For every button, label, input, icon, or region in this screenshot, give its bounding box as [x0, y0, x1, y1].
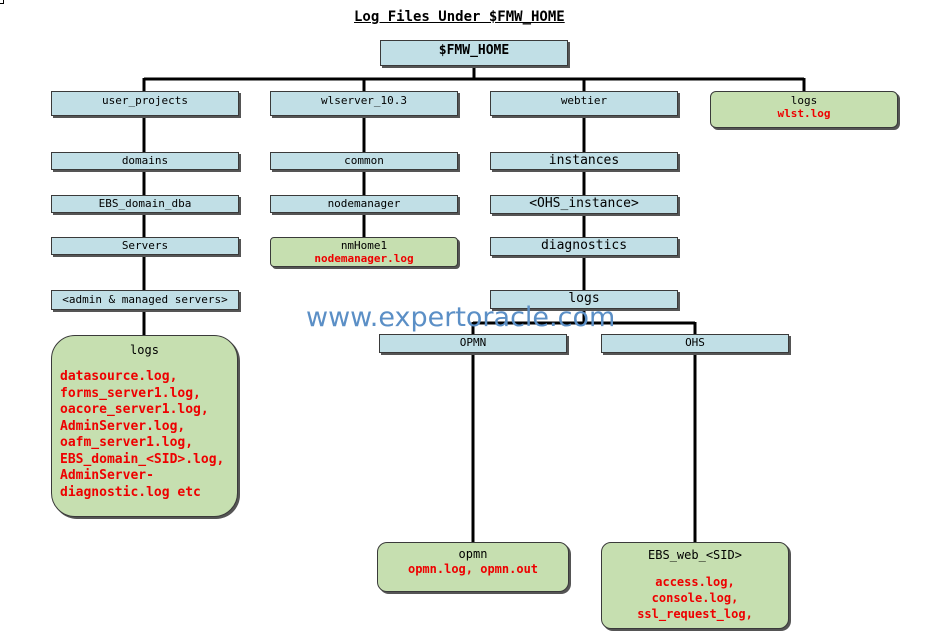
- web-logs-node: logs: [490, 290, 678, 309]
- log-file-item: datasource.log,: [60, 369, 178, 384]
- user-projects-label: user_projects: [101, 94, 189, 107]
- fmw-home-node: $FMW_HOME: [380, 40, 568, 66]
- servers-node: Servers: [51, 237, 239, 255]
- opmn-logs-files: opmn.log, opmn.out: [407, 562, 539, 576]
- domains-label: domains: [121, 154, 169, 167]
- wlst-log-label: wlst.log: [777, 107, 831, 120]
- ebs-web-logs-node: EBS_web_<SID> access.log, console.log, s…: [601, 542, 789, 629]
- ebs-domain-label: EBS_domain_dba: [98, 197, 192, 210]
- log-file-item: forms_server1.log,: [60, 385, 201, 401]
- ohs-instance-node: <OHS_instance>: [490, 195, 678, 214]
- ebs-web-log-item: ssl_request_log,: [637, 607, 753, 621]
- server-logs-title: logs: [130, 343, 159, 357]
- nmhome-node: nmHome1 nodemanager.log: [270, 237, 458, 267]
- server-logs-node: logs datasource.log, forms_server1.log, …: [51, 335, 238, 517]
- opmn-node: OPMN: [379, 334, 567, 353]
- server-log-list: datasource.log, forms_server1.log, oacor…: [52, 369, 237, 501]
- nodemanager-label: nodemanager: [327, 197, 401, 210]
- ohs-node: OHS: [601, 334, 789, 353]
- ohs-label: OHS: [685, 336, 705, 349]
- admin-managed-servers-node: <admin & managed servers>: [51, 290, 239, 310]
- nmhome-label: nmHome1: [340, 239, 388, 252]
- domains-node: domains: [51, 152, 239, 170]
- diagram-title: Log Files Under $FMW_HOME: [354, 9, 565, 25]
- ebs-web-log-item: access.log,: [655, 575, 735, 589]
- root-logs-node: logs wlst.log: [710, 91, 898, 128]
- webtier-label: webtier: [560, 94, 608, 107]
- fmw-home-label: $FMW_HOME: [438, 43, 510, 58]
- ebs-domain-node: EBS_domain_dba: [51, 195, 239, 213]
- web-logs-label: logs: [568, 291, 600, 306]
- crop-corner: [0, 0, 4, 4]
- ebs-web-log-item: console.log,: [651, 591, 739, 605]
- servers-label: Servers: [121, 239, 169, 252]
- log-file-item: oafm_server1.log,: [60, 435, 194, 450]
- instances-label: instances: [548, 153, 620, 168]
- ohs-instance-label: <OHS_instance>: [529, 196, 639, 211]
- instances-node: instances: [490, 152, 678, 170]
- common-node: common: [270, 152, 458, 170]
- wlserver-node: wlserver_10.3: [270, 91, 458, 116]
- webtier-node: webtier: [490, 91, 678, 116]
- opmn-label: OPMN: [459, 336, 487, 349]
- opmn-logs-title: opmn: [458, 547, 488, 561]
- admin-managed-servers-label: <admin & managed servers>: [62, 293, 228, 306]
- root-logs-title: logs: [790, 94, 818, 107]
- user-projects-node: user_projects: [51, 91, 239, 116]
- nodemanager-node: nodemanager: [270, 195, 458, 213]
- diagnostics-node: diagnostics: [490, 237, 678, 256]
- log-file-item: oacore_server1.log,: [60, 402, 209, 417]
- watermark-text: www.expertoracle.com: [306, 302, 616, 333]
- common-label: common: [344, 154, 384, 167]
- wlserver-label: wlserver_10.3: [320, 94, 408, 107]
- diagnostics-label: diagnostics: [540, 238, 628, 253]
- nodemanager-log-label: nodemanager.log: [314, 252, 414, 265]
- log-file-item: AdminServer-: [60, 468, 154, 483]
- log-file-item: AdminServer.log,: [60, 418, 186, 434]
- ebs-web-title: EBS_web_<SID>: [648, 548, 742, 562]
- opmn-logs-node: opmn opmn.log, opmn.out: [377, 542, 569, 592]
- log-file-item: EBS_domain_<SID>.log,: [60, 451, 225, 467]
- log-file-item: diagnostic.log etc: [60, 484, 201, 500]
